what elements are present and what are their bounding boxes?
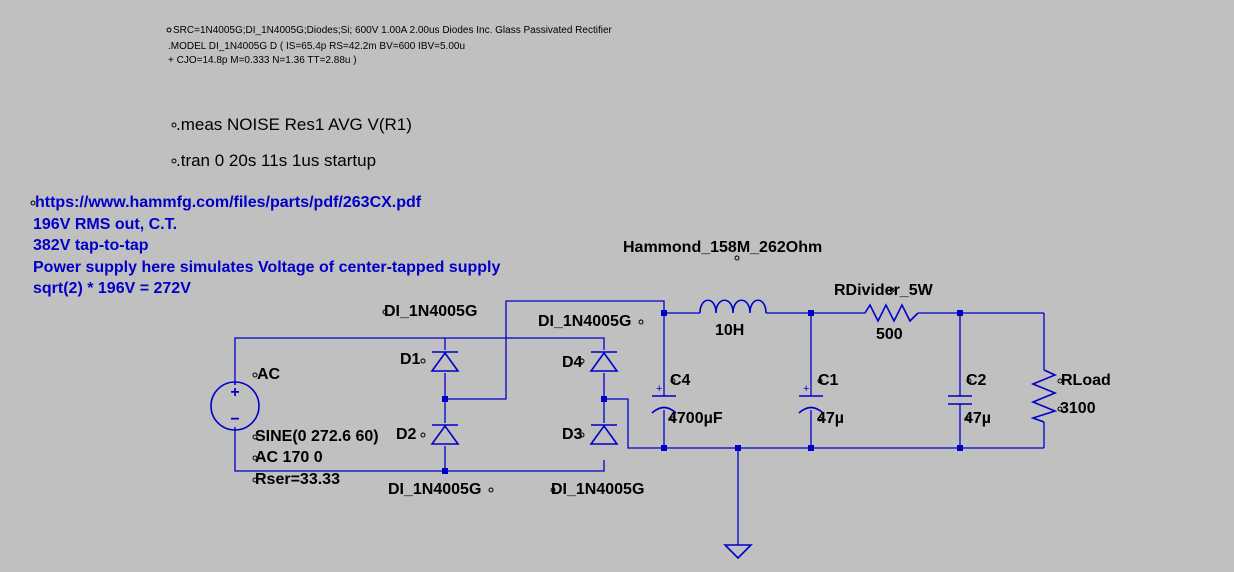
source-name-label[interactable]: AC	[257, 366, 281, 383]
wires	[234, 300, 1045, 545]
resistor-divider-name-label[interactable]: RDivider_5W	[834, 282, 933, 299]
diode-d3-symbol[interactable]	[589, 424, 619, 445]
tran-directive[interactable]: .tran 0 20s 11s 1us startup	[176, 151, 377, 170]
model-directive-line3[interactable]: + CJO=14.8p M=0.333 N=1.36 TT=2.88u )	[168, 55, 357, 66]
diode-d3-name-label[interactable]: D3	[562, 426, 583, 443]
capacitor-c1-name-label[interactable]: C1	[818, 372, 839, 389]
source-ac-label[interactable]: AC 170 0	[255, 449, 323, 466]
inductor-symbol[interactable]	[699, 299, 767, 314]
diode-d1-symbol[interactable]	[430, 351, 460, 372]
comment-rms-out[interactable]: 196V RMS out, C.T.	[33, 216, 178, 233]
diode-d1-name-label[interactable]: D1	[400, 351, 421, 368]
capacitor-c1-symbol[interactable]: +	[798, 383, 824, 414]
resistor-load-value-label[interactable]: 3100	[1060, 400, 1096, 417]
source-rser-label[interactable]: Rser=33.33	[255, 471, 340, 488]
comment-power-supply-note[interactable]: Power supply here simulates Voltage of c…	[33, 259, 501, 276]
resistor-divider-value-label[interactable]: 500	[876, 326, 903, 343]
diode-d4-symbol[interactable]	[589, 351, 619, 372]
resistor-load-symbol[interactable]	[1030, 369, 1058, 423]
capacitor-c4-value-label[interactable]: 4700µF	[668, 410, 723, 427]
diode-d2-model-label[interactable]: DI_1N4005G	[388, 481, 482, 498]
capacitor-c2-name-label[interactable]: C2	[966, 372, 987, 389]
diode-d2-symbol[interactable]	[430, 424, 460, 445]
capacitor-c4-symbol[interactable]: +	[651, 383, 677, 414]
anchor-markers	[30, 27, 1063, 493]
capacitor-c2-value-label[interactable]: 47µ	[964, 410, 992, 427]
capacitor-c1-value-label[interactable]: 47µ	[817, 410, 845, 427]
svg-text:+: +	[656, 383, 662, 395]
source-plus-sign: +	[230, 384, 239, 401]
diode-d4-name-label[interactable]: D4	[562, 354, 583, 371]
junction-dots	[442, 310, 963, 474]
source-minus-sign: −	[230, 411, 239, 428]
resistor-load-name-label[interactable]: RLoad	[1061, 372, 1111, 389]
comment-tap-to-tap[interactable]: 382V tap-to-tap	[33, 237, 149, 254]
diode-d4-model-label[interactable]: DI_1N4005G	[538, 313, 632, 330]
meas-directive[interactable]: .meas NOISE Res1 AVG V(R1)	[176, 115, 412, 134]
svg-text:+: +	[803, 383, 809, 395]
model-directive-line2[interactable]: .MODEL DI_1N4005G D ( IS=65.4p RS=42.2m …	[168, 41, 466, 52]
ground-symbol[interactable]	[723, 544, 753, 560]
diode-d3-model-label[interactable]: DI_1N4005G	[551, 481, 645, 498]
source-value-label[interactable]: SINE(0 272.6 60)	[255, 428, 379, 445]
ac-voltage-source[interactable]: + −	[210, 381, 260, 431]
model-directive-line1[interactable]: SRC=1N4005G;DI_1N4005G;Diodes;Si; 600V 1…	[173, 25, 612, 36]
inductor-value-label[interactable]: 10H	[715, 322, 745, 339]
resistor-divider-symbol[interactable]	[864, 303, 919, 323]
inductor-name-label[interactable]: Hammond_158M_262Ohm	[623, 239, 823, 256]
diode-d2-name-label[interactable]: D2	[396, 426, 417, 443]
comment-peak-voltage[interactable]: sqrt(2) * 196V = 272V	[33, 280, 191, 297]
capacitor-c4-name-label[interactable]: C4	[670, 372, 691, 389]
diode-d1-model-label[interactable]: DI_1N4005G	[384, 303, 478, 320]
capacitor-c2-symbol[interactable]	[948, 395, 972, 405]
comment-datasheet-url[interactable]: https://www.hammfg.com/files/parts/pdf/2…	[35, 194, 422, 211]
